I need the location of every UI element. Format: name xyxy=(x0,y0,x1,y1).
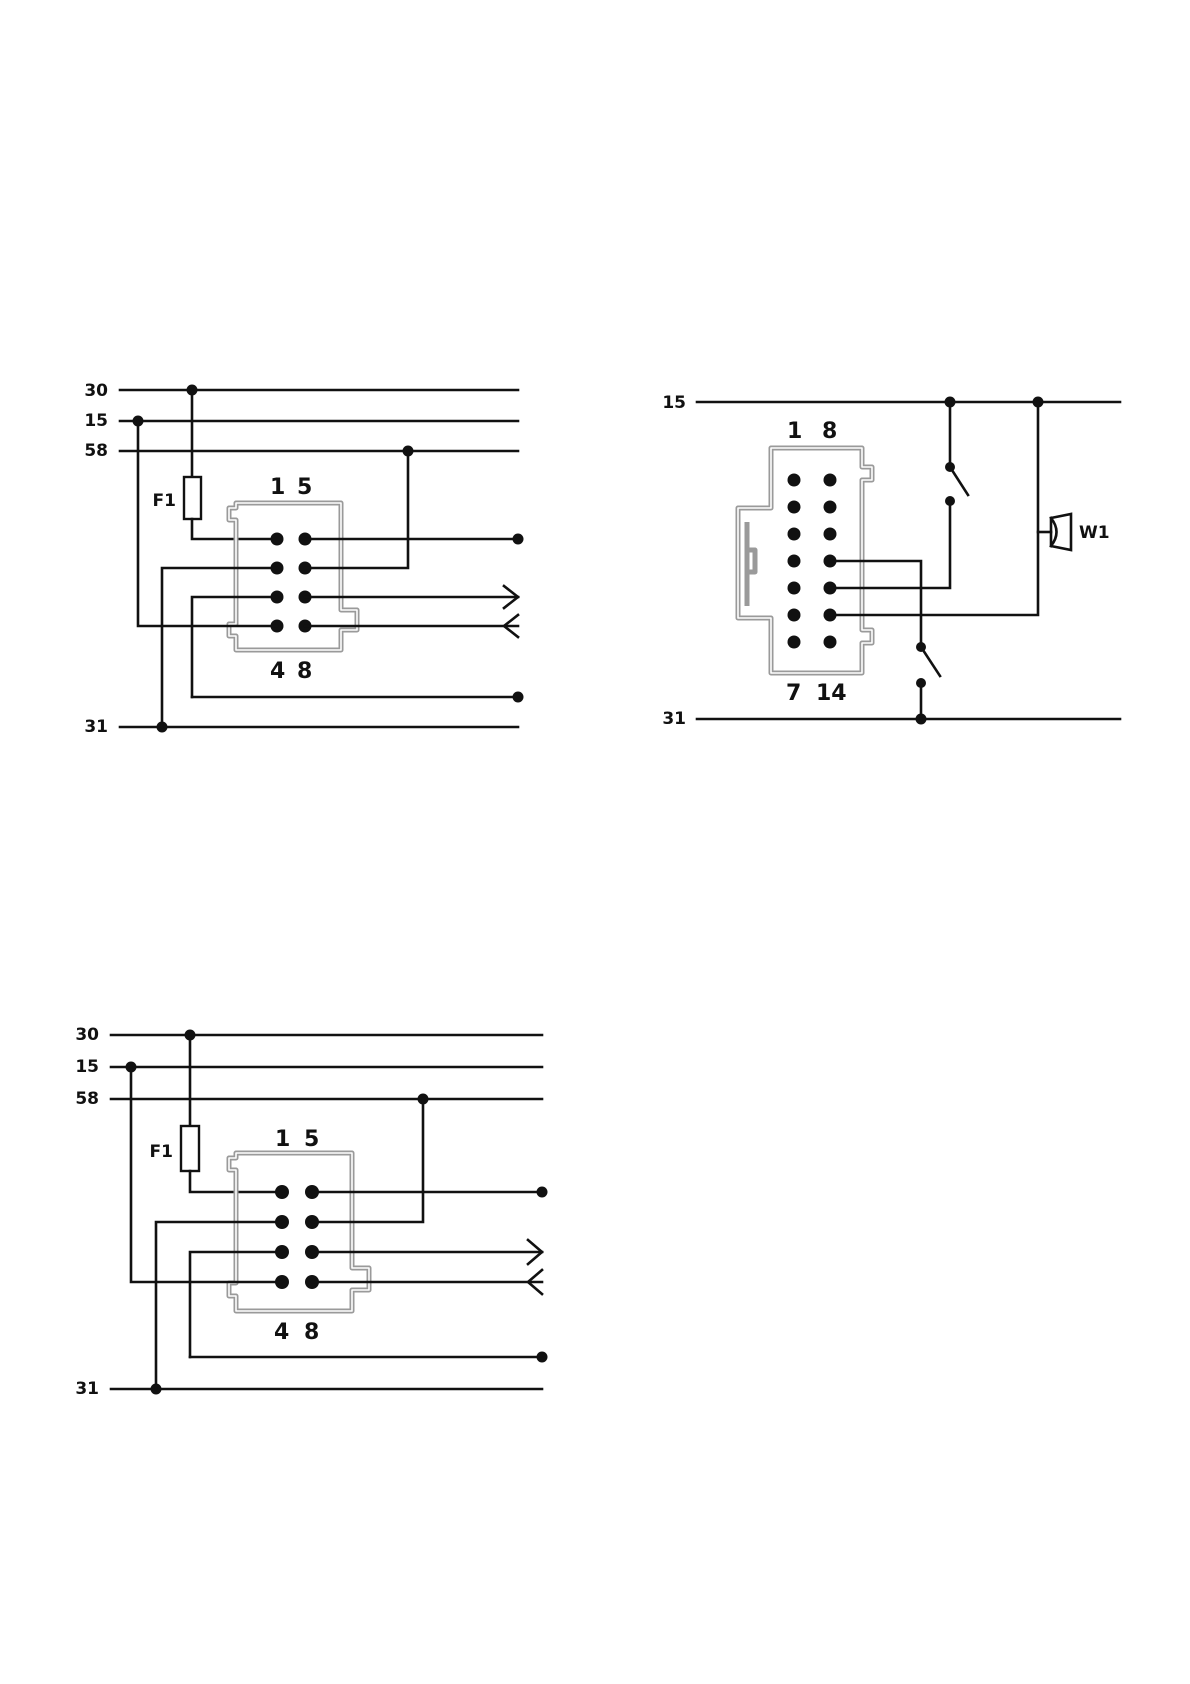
connector-pin xyxy=(788,609,801,622)
pin-number-1: 1 xyxy=(787,419,802,444)
rail-label-15: 15 xyxy=(84,411,108,431)
connector-pin xyxy=(788,528,801,541)
fuse-f1 xyxy=(181,1126,199,1171)
connector-pin xyxy=(788,474,801,487)
wire-pin6-to-58 xyxy=(312,1099,423,1222)
rail-label-31: 31 xyxy=(84,717,108,737)
pin-number-5: 5 xyxy=(304,1127,319,1152)
rail-label-30: 30 xyxy=(75,1025,99,1045)
terminal-dot xyxy=(537,1352,548,1363)
buzzer-icon xyxy=(1051,514,1071,550)
terminal-dot xyxy=(513,534,524,545)
buzzer-label: W1 xyxy=(1079,523,1110,543)
wire-31-to-pin2 xyxy=(156,1222,282,1389)
connector-pin xyxy=(271,533,284,546)
wire-pin6-to-58 xyxy=(305,451,408,568)
wiring-diagram-a: 30 15 58 31 F1 1 xyxy=(84,381,523,737)
wiring-diagram-b: 15 31 1 8 7 14 xyxy=(662,393,1120,729)
connector-pin xyxy=(824,474,837,487)
connector-8pin xyxy=(229,1153,369,1311)
connector-pin xyxy=(788,636,801,649)
connector-8pin xyxy=(229,503,357,650)
pin-number-7: 7 xyxy=(786,681,801,706)
terminal-dot xyxy=(513,692,524,703)
fuse-label: F1 xyxy=(153,491,176,511)
connector-pin xyxy=(788,582,801,595)
connector-pin xyxy=(275,1185,289,1199)
pin-number-4: 4 xyxy=(274,1320,289,1345)
rail-label-31: 31 xyxy=(662,709,686,729)
connector-pin xyxy=(788,501,801,514)
switch1-lever xyxy=(950,467,968,495)
wire-pin-to-switch2 xyxy=(830,561,921,647)
pin-number-8: 8 xyxy=(304,1320,319,1345)
wiring-diagram-c: 30 15 58 31 F1 1 5 4 8 xyxy=(75,1025,547,1399)
wire-switch1-to-pin xyxy=(830,501,950,588)
connector-pin xyxy=(824,528,837,541)
switch2-lever xyxy=(921,647,940,676)
fuse-label: F1 xyxy=(150,1142,173,1162)
connector-pin xyxy=(824,501,837,514)
rail-label-30: 30 xyxy=(84,381,108,401)
pin-number-1: 1 xyxy=(275,1127,290,1152)
rail-label-15: 15 xyxy=(662,393,686,413)
fuse-f1 xyxy=(184,477,201,519)
pin-number-1: 1 xyxy=(270,475,285,500)
pin-number-4: 4 xyxy=(270,659,285,684)
rail-label-31: 31 xyxy=(75,1379,99,1399)
connector-pin xyxy=(788,555,801,568)
rail-label-15: 15 xyxy=(75,1057,99,1077)
connector-pin xyxy=(824,636,837,649)
pin-number-8: 8 xyxy=(297,659,312,684)
pin-number-14: 14 xyxy=(816,681,847,706)
terminal-dot xyxy=(537,1187,548,1198)
rail-label-58: 58 xyxy=(75,1089,99,1109)
pin-number-8: 8 xyxy=(822,419,837,444)
pin-number-5: 5 xyxy=(297,475,312,500)
rail-label-58: 58 xyxy=(84,441,108,461)
